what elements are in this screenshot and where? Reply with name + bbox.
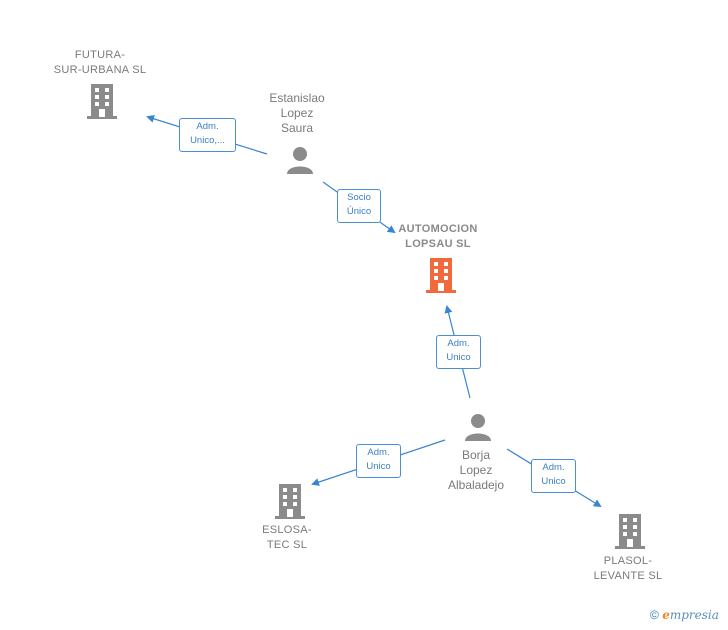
company-label-plasol[interactable]: PLASOL- LEVANTE SL: [593, 555, 663, 582]
company-label-eslosa[interactable]: ESLOSA- TEC SL: [262, 524, 312, 551]
person-icon[interactable]: [286, 146, 314, 174]
company-label-automocion[interactable]: AUTOMOCION LOPSAU SL: [398, 223, 478, 250]
building-icon[interactable]: [614, 514, 646, 549]
person-label-borja[interactable]: Borja Lopez Albaladejo: [447, 448, 505, 492]
person-icon[interactable]: [464, 413, 492, 441]
brand-logo[interactable]: © empresia: [650, 608, 719, 622]
edge-label-estanislao-futura: Adm. Unico,...: [179, 118, 236, 152]
edge-label-borja-eslosa: Adm. Unico: [356, 444, 401, 478]
copyright-icon: ©: [650, 608, 659, 622]
building-icon[interactable]: [86, 84, 118, 119]
edge-label-borja-automocion: Adm. Unico: [436, 335, 481, 369]
person-label-estanislao[interactable]: Estanislao Lopez Saura: [269, 91, 325, 135]
building-icon[interactable]: [425, 258, 457, 293]
brand-name: mpresia: [669, 608, 719, 622]
company-label-futura[interactable]: FUTURA- SUR-URBANA SL: [53, 49, 147, 76]
brand-e: e: [662, 608, 670, 622]
edge-label-estanislao-automocion: Socio Único: [337, 189, 381, 223]
building-icon[interactable]: [274, 484, 306, 519]
edge-label-borja-plasol: Adm. Unico: [531, 459, 576, 493]
